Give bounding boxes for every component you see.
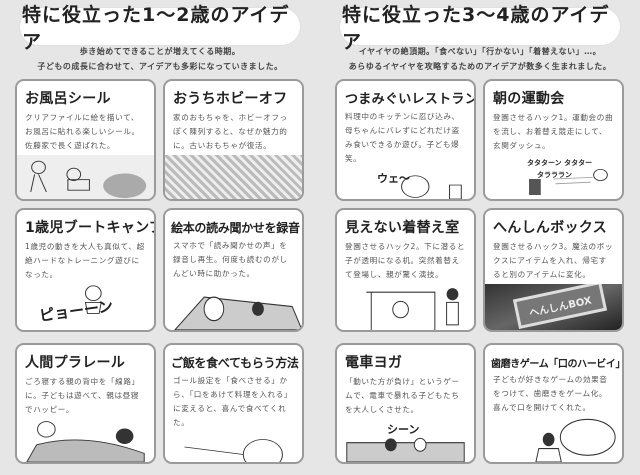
idea-card: ご飯を食べてもらう方法 ゴール設定を「食べさせる」から、「口をあけて料理を入れる… bbox=[163, 343, 304, 464]
card-title: ご飯を食べてもらう方法 bbox=[171, 356, 299, 370]
card-text: クリアファイルに絵を描いて、お風呂に貼れる楽しいシール。佐藤家で長く遊ばれた。 bbox=[25, 113, 140, 150]
card-text: 料理中のキッチンに忍び込み、母ちゃんにバレずにどれだけ盗み食いできるか遊び。子ど… bbox=[345, 112, 460, 163]
card-text: 登園させるハック2。下に潜ると子が透明になる机。突然着替えて登場し、親が驚く演技… bbox=[345, 242, 466, 279]
invisible-room-illustration bbox=[337, 284, 474, 330]
card-text: 登園させるハック3。魔法のボックスにアイテムを入れ、帰宅すると別のアイテムに変化… bbox=[493, 242, 614, 279]
section-intro: イヤイヤの絶頂期。「食べない」「行かない」「着替えない」…。 bbox=[358, 47, 602, 56]
card-text: ごろ寝する親の背中を「線路」に。子どもは遊べて、親は昼寝でハッピー。 bbox=[25, 377, 140, 414]
card-title: 1歳児ブートキャンプ bbox=[25, 220, 156, 236]
human-train-illustration bbox=[17, 419, 154, 462]
section-title: 特に役立った3〜4歳のアイデア bbox=[342, 4, 618, 53]
idea-card: お風呂シール クリアファイルに絵を描いて、お風呂に貼れる楽しいシール。佐藤家で長… bbox=[15, 79, 156, 201]
card-title: 人間プラレール bbox=[25, 355, 126, 371]
sound-effect: タタターン タタター bbox=[527, 159, 593, 167]
card-title: おうちホビーオフ bbox=[173, 91, 288, 107]
card-title: 見えない着替え室 bbox=[345, 220, 460, 236]
card-title: 歯磨きゲーム「口のハービイ」 bbox=[491, 359, 624, 370]
card-text: 1歳児の動きを大人も真似て、超絶ハードなトレーニング遊びになった。 bbox=[25, 242, 145, 279]
section-intro: あらゆるイヤイヤを攻略するためのアイデアが数多く生まれました。 bbox=[348, 62, 612, 71]
section-intro: 歩き始めてできることが増えてくる時期。 bbox=[79, 47, 241, 56]
idea-card: へんしんボックス 登園させるハック3。魔法のボックスにアイテムを入れ、帰宅すると… bbox=[483, 208, 624, 332]
sound-effect: ウェ〜 bbox=[377, 172, 410, 185]
section-1-2-years: 特に役立った1〜2歳のアイデア 歩き始めてできることが増えてくる時期。 子どもの… bbox=[15, 4, 304, 464]
card-text: 子どもが好きなゲームの効果音をつけて、歯磨きをゲーム化。喜んで口を開けてくれた。 bbox=[493, 375, 608, 412]
idea-card: 朝の運動会 登園させるハック1。運動会の曲を流し、お着替え競走にして、玄関ダッシ… bbox=[483, 79, 624, 201]
toy-display-photo bbox=[165, 155, 302, 199]
sound-effect: シーン bbox=[387, 423, 420, 436]
bedtime-illustration bbox=[165, 283, 302, 330]
sound-effect: タラララン bbox=[537, 171, 572, 179]
idea-card: おうちホビーオフ 家のおもちゃを、ホビーオフっぽく陳列すると、なぜか魅力的に。古… bbox=[163, 79, 304, 201]
section-title: 特に役立った1〜2歳のアイデア bbox=[22, 4, 298, 53]
card-title: お風呂シール bbox=[25, 91, 111, 107]
running-child-illustration: タタターン タタター タラララン bbox=[485, 155, 622, 199]
idea-card: つまみぐいレストラン 料理中のキッチンに忍び込み、母ちゃんにバレずにどれだけ盗み… bbox=[335, 79, 476, 201]
card-title: 絵本の読み聞かせを録音 bbox=[171, 221, 300, 235]
card-text: 「動いた方が負け」というゲームで、電車で暴れる子どもたちを大人しくさせた。 bbox=[345, 377, 460, 414]
jumping-child-illustration: ピョーーン bbox=[17, 284, 154, 330]
train-seat-illustration: シーン bbox=[337, 419, 474, 462]
bath-sticker-photo bbox=[17, 155, 154, 199]
idea-card: 人間プラレール ごろ寝する親の背中を「線路」に。子どもは遊べて、親は昼寝でハッピ… bbox=[15, 343, 156, 464]
box-label: へんしんBOX bbox=[528, 294, 593, 319]
card-text: 登園させるハック1。運動会の曲を流し、お着替え競走にして、玄関ダッシュ。 bbox=[493, 113, 614, 150]
card-text: スマホで「読み聞かせの声」を録音し再生。何度も読むのがしんどい時に助かった。 bbox=[173, 241, 288, 278]
card-title: 電車ヨガ bbox=[345, 355, 403, 371]
section-intro: 子どもの成長に合わせて、アイデアも多彩になっていきました。 bbox=[37, 62, 283, 71]
section-3-4-years: 特に役立った3〜4歳のアイデア イヤイヤの絶頂期。「食べない」「行かない」「着替… bbox=[320, 0, 640, 475]
card-title: へんしんボックス bbox=[493, 220, 607, 236]
card-text: 家のおもちゃを、ホビーオフっぽく陳列すると、なぜか魅力的に。古いおもちゃが復活。 bbox=[173, 113, 288, 150]
card-text: ゴール設定を「食べさせる」から、「口をあけて料理を入れる」に変えると、喜んで食べ… bbox=[173, 376, 293, 427]
card-title: 朝の運動会 bbox=[493, 91, 565, 107]
feeding-illustration bbox=[165, 432, 302, 462]
idea-card: 1歳児ブートキャンプ 1歳児の動きを大人も真似て、超絶ハードなトレーニング遊びに… bbox=[15, 208, 156, 332]
idea-card: 見えない着替え室 登園させるハック2。下に潜ると子が透明になる机。突然着替えて登… bbox=[335, 208, 476, 332]
tooth-brushing-illustration bbox=[485, 417, 622, 462]
magic-box-photo: へんしんBOX bbox=[485, 284, 622, 330]
idea-card: 電車ヨガ 「動いた方が負け」というゲームで、電車で暴れる子どもたちを大人しくさせ… bbox=[335, 343, 476, 464]
card-title: つまみぐいレストラン bbox=[345, 92, 476, 107]
idea-card: 絵本の読み聞かせを録音 スマホで「読み聞かせの声」を録音し再生。何度も読むのがし… bbox=[163, 208, 304, 332]
idea-card: 歯磨きゲーム「口のハービイ」 子どもが好きなゲームの効果音をつけて、歯磨きをゲー… bbox=[483, 343, 624, 464]
snacking-child-illustration: ウェ〜 bbox=[337, 168, 474, 199]
